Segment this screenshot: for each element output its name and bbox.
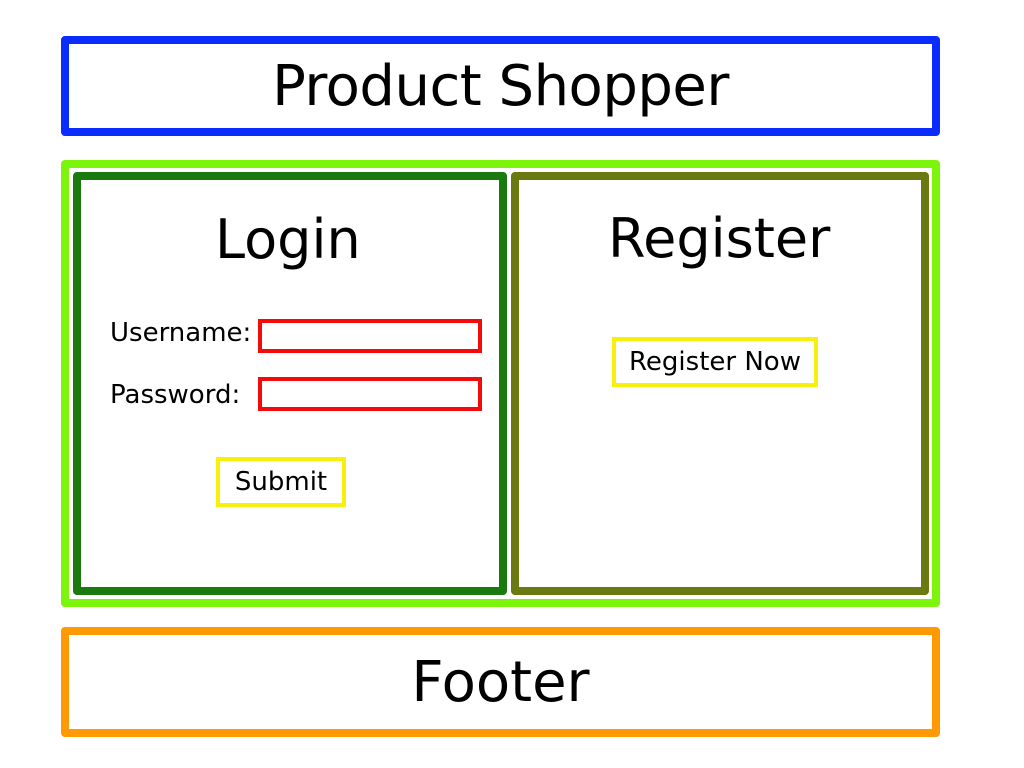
footer-text: Footer — [411, 649, 590, 715]
submit-button[interactable]: Submit — [216, 457, 346, 507]
password-input[interactable] — [258, 377, 482, 411]
login-title: Login — [215, 208, 361, 271]
site-title: Product Shopper — [272, 53, 729, 119]
register-now-button[interactable]: Register Now — [612, 337, 818, 387]
username-input[interactable] — [258, 319, 482, 353]
site-header: Product Shopper — [61, 36, 940, 136]
username-label: Username: — [110, 318, 252, 348]
register-panel — [511, 172, 929, 595]
register-title: Register — [608, 207, 831, 270]
main-content — [61, 160, 940, 607]
login-panel — [73, 172, 507, 595]
site-footer: Footer — [61, 627, 940, 737]
password-label: Password: — [110, 380, 241, 410]
